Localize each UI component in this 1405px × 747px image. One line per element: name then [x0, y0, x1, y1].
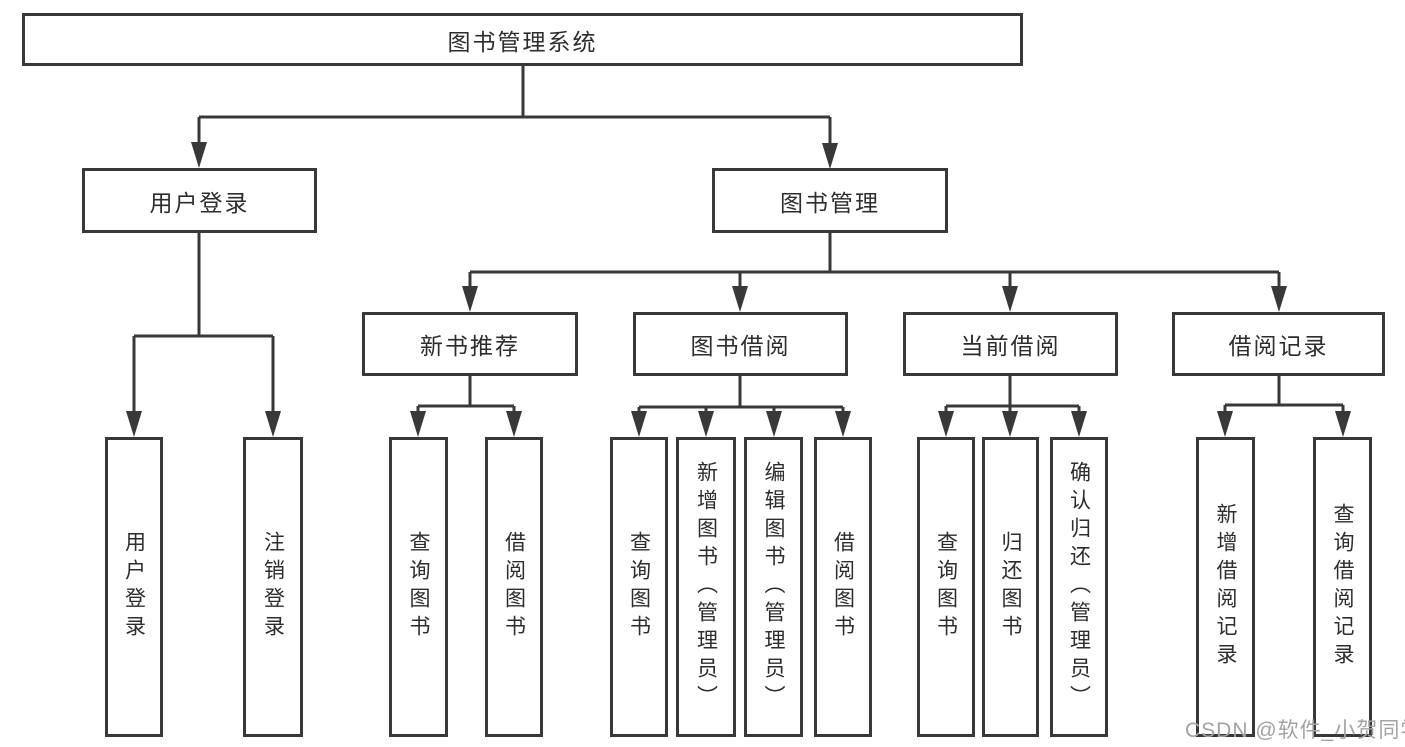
arrow-down-icon [1002, 286, 1018, 312]
leaf-query-books-borrowing: 查询图书 [610, 437, 668, 737]
leaf-query-books-current: 查询图书 [917, 437, 975, 737]
leaf-query-borrow-record: 查询借阅记录 [1313, 437, 1372, 737]
leaf-add-book-admin-label: 新增图书（管理员） [694, 461, 718, 713]
node-borrowing-records: 借阅记录 [1172, 312, 1385, 376]
leaf-logout-login-label: 注销登录 [261, 531, 285, 643]
leaf-user-login: 用户登录 [105, 437, 163, 737]
leaf-confirm-return-admin-label: 确认归还（管理员） [1067, 461, 1091, 713]
leaf-borrow-books-borrowing: 借阅图书 [814, 437, 872, 737]
leaf-query-borrow-record-label: 查询借阅记录 [1331, 503, 1354, 671]
leaf-borrow-books-recommend: 借阅图书 [485, 437, 543, 737]
node-book-borrowing-label: 图书借阅 [690, 333, 791, 359]
leaf-edit-book-admin: 编辑图书（管理员） [744, 437, 803, 737]
leaf-add-book-admin: 新增图书（管理员） [676, 437, 736, 737]
arrow-down-icon [126, 411, 142, 437]
arrow-down-icon [835, 411, 851, 437]
arrow-down-icon [822, 143, 838, 169]
node-current-borrowing-label: 当前借阅 [960, 333, 1061, 359]
node-book-management: 图书管理 [712, 168, 948, 233]
leaf-query-books-borrowing-label: 查询图书 [627, 531, 651, 643]
arrow-down-icon [766, 411, 782, 437]
arrow-down-icon [1002, 411, 1018, 437]
arrow-down-icon [631, 411, 647, 437]
arrow-down-icon [506, 411, 522, 437]
node-current-borrowing: 当前借阅 [903, 312, 1118, 376]
leaf-query-books-recommend: 查询图书 [389, 437, 448, 737]
node-root: 图书管理系统 [22, 13, 1023, 66]
leaf-edit-book-admin-label: 编辑图书（管理员） [762, 461, 785, 713]
node-borrowing-records-label: 借阅记录 [1228, 333, 1329, 359]
arrow-down-icon [938, 411, 954, 437]
arrow-down-icon [698, 411, 714, 437]
leaf-confirm-return-admin: 确认归还（管理员） [1050, 437, 1108, 737]
leaf-query-books-current-label: 查询图书 [934, 531, 958, 643]
leaf-user-login-label: 用户登录 [122, 531, 146, 643]
leaf-query-books-recommend-label: 查询图书 [407, 531, 430, 643]
arrow-down-icon [1335, 411, 1351, 437]
node-root-label: 图书管理系统 [447, 28, 598, 55]
arrow-down-icon [462, 286, 478, 312]
node-user-login: 用户登录 [82, 168, 317, 233]
arrow-down-icon [1071, 411, 1087, 437]
leaf-add-borrow-record: 新增借阅记录 [1196, 437, 1255, 737]
leaf-borrow-books-borrowing-label: 借阅图书 [831, 531, 855, 643]
leaf-logout-login: 注销登录 [243, 437, 303, 737]
arrow-down-icon [1217, 411, 1233, 437]
leaf-return-books-label: 归还图书 [999, 531, 1022, 643]
node-book-borrowing: 图书借阅 [633, 312, 848, 376]
node-new-book-recommend: 新书推荐 [362, 312, 578, 376]
node-new-book-recommend-label: 新书推荐 [420, 333, 520, 359]
arrow-down-icon [410, 411, 426, 437]
leaf-return-books: 归还图书 [982, 437, 1039, 737]
arrow-down-icon [191, 142, 207, 168]
leaf-borrow-books-recommend-label: 借阅图书 [502, 531, 526, 643]
leaf-add-borrow-record-label: 新增借阅记录 [1214, 503, 1237, 671]
arrow-down-icon [732, 286, 748, 312]
arrow-down-icon [1271, 286, 1287, 312]
node-user-login-label: 用户登录 [149, 189, 250, 216]
arrow-down-icon [265, 411, 281, 437]
node-book-management-label: 图书管理 [780, 189, 880, 216]
